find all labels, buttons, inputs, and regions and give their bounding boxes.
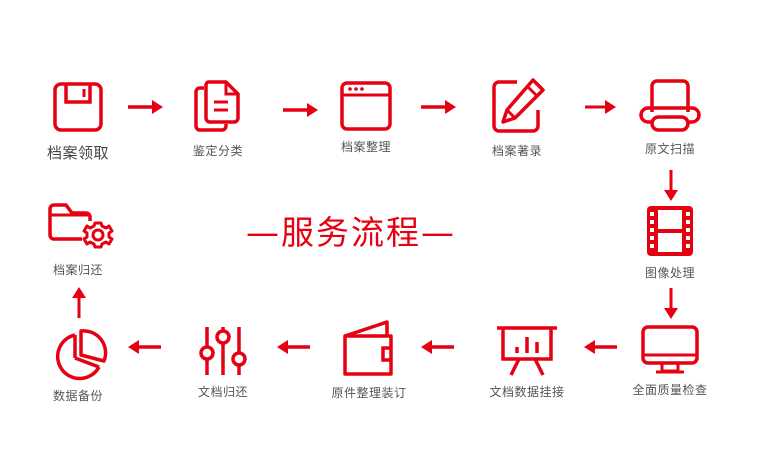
service-flow-title: —服务流程— [246, 213, 456, 252]
step-label: 原文扫描 [644, 142, 695, 156]
step-appraisal-classification: 鉴定分类 [158, 78, 278, 159]
step-label: 文档归还 [197, 385, 248, 399]
arrow-left-icon [584, 340, 617, 354]
arrow-right-icon [585, 100, 616, 114]
pie-chart-icon [55, 329, 108, 381]
step-archive-cataloging: 档案著录 [457, 76, 577, 159]
step-data-backup: 数据备份 [18, 327, 138, 404]
step-original-scanning: 原文扫描 [610, 78, 730, 157]
step-quality-inspection: 全面质量检查 [610, 325, 730, 398]
documents-icon [194, 80, 240, 132]
arrow-down-icon [664, 288, 678, 319]
step-image-processing: 图像处理 [610, 204, 730, 281]
step-document-data-linking: 文档数据挂接 [467, 325, 587, 400]
sliders-icon [199, 327, 247, 375]
step-archive-return: 档案归还 [18, 203, 138, 278]
browser-window-icon [340, 81, 392, 131]
arrow-left-icon [128, 340, 161, 354]
floppy-disk-icon [53, 82, 103, 132]
film-strip-icon [647, 206, 693, 256]
step-label: 鉴定分类 [192, 144, 243, 158]
step-label: 档案著录 [491, 144, 542, 158]
step-label: 原件整理装订 [331, 386, 407, 400]
step-original-binding: 原件整理装订 [309, 318, 429, 401]
arrow-down-icon [664, 170, 678, 201]
step-label: 档案整理 [340, 140, 391, 154]
step-label: 档案领取 [46, 144, 109, 162]
step-archive-collection: 档案领取 [18, 80, 138, 163]
step-label: 档案归还 [52, 263, 103, 277]
arrow-right-icon [128, 100, 163, 114]
edit-pencil-icon [492, 78, 545, 133]
step-label: 数据备份 [52, 389, 103, 403]
monitor-icon [641, 325, 699, 374]
arrow-right-icon [421, 100, 456, 114]
step-document-return: 文档归还 [163, 325, 283, 400]
arrow-right-icon [283, 103, 318, 117]
step-archive-sorting: 档案整理 [306, 80, 426, 155]
arrow-left-icon [277, 340, 310, 354]
step-label: 全面质量检查 [632, 383, 708, 397]
arrow-up-icon [72, 287, 86, 318]
printer-scanner-icon [639, 79, 701, 132]
folder-gear-icon [48, 203, 114, 249]
arrow-left-icon [421, 340, 454, 354]
step-label: 文档数据挂接 [489, 385, 565, 399]
presentation-board-icon [497, 326, 557, 376]
wallet-icon [343, 320, 393, 376]
step-label: 图像处理 [644, 266, 695, 280]
